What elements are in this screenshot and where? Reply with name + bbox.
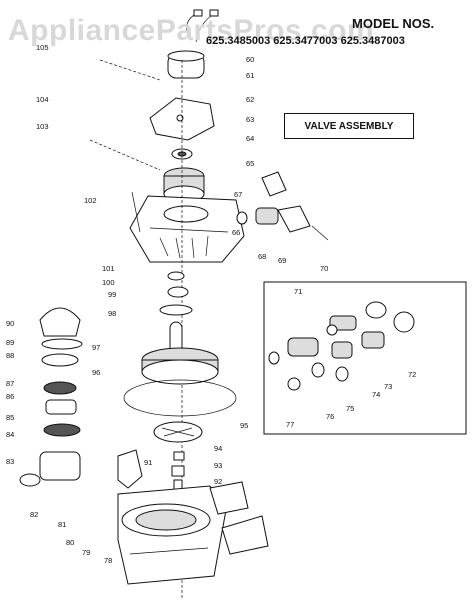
- model-numbers: 625.3485003 625.3477003 625.3487003: [206, 35, 405, 47]
- model-title: MODEL NOS.: [352, 16, 435, 31]
- part-label-64: 64: [246, 134, 255, 143]
- part-label-99: 99: [108, 290, 117, 299]
- part-label-90: 90: [6, 319, 15, 328]
- part-label-101: 101: [102, 264, 115, 273]
- part-label-75: 75: [346, 404, 355, 413]
- part-label-87: 87: [6, 379, 15, 388]
- part-label-98: 98: [108, 309, 117, 318]
- part-label-72: 72: [408, 370, 417, 379]
- part-label-67: 67: [234, 190, 243, 199]
- seal-98: [159, 304, 193, 316]
- gasket-96: [123, 379, 237, 417]
- part-label-63: 63: [246, 115, 255, 124]
- part-label-82: 82: [30, 510, 39, 519]
- part-label-77: 77: [286, 420, 295, 429]
- base-housing: [117, 481, 269, 585]
- part-label-81: 81: [58, 520, 67, 529]
- part-label-102: 102: [84, 196, 97, 205]
- part-label-60: 60: [246, 55, 255, 64]
- part-label-94: 94: [214, 444, 223, 453]
- part-label-70: 70: [320, 264, 329, 273]
- part-label-78: 78: [104, 556, 113, 565]
- part-label-66: 66: [232, 228, 241, 237]
- part-label-61: 61: [246, 71, 255, 80]
- part-label-80: 80: [66, 538, 75, 547]
- part-label-69: 69: [278, 256, 287, 265]
- part-label-104: 104: [36, 95, 49, 104]
- part-label-103: 103: [36, 122, 49, 131]
- part-label-76: 76: [326, 412, 335, 421]
- drive-gear: [163, 167, 205, 203]
- cartridge-inset-frame: [263, 281, 467, 435]
- cover-plate: [149, 97, 215, 141]
- part-label-88: 88: [6, 351, 15, 360]
- part-label-92: 92: [214, 477, 223, 486]
- part-label-96: 96: [92, 368, 101, 377]
- plug-94: [173, 451, 185, 461]
- part-label-84: 84: [6, 430, 15, 439]
- part-label-89: 89: [6, 338, 15, 347]
- part-label-100: 100: [102, 278, 115, 287]
- part-label-91: 91: [144, 458, 153, 467]
- part-label-79: 79: [82, 548, 91, 557]
- part-label-71: 71: [294, 287, 303, 296]
- assembly-title: VALVE ASSEMBLY: [284, 113, 414, 139]
- part-label-74: 74: [372, 390, 381, 399]
- o-ring-100: [167, 271, 185, 281]
- clip-80: [117, 449, 143, 489]
- rotor-disc: [141, 321, 219, 385]
- part-label-97: 97: [92, 343, 101, 352]
- plug-93: [171, 465, 185, 477]
- left-stack: [19, 307, 83, 487]
- part-label-86: 86: [6, 392, 15, 401]
- motor: [167, 9, 219, 79]
- part-label-85: 85: [6, 413, 15, 422]
- part-label-68: 68: [258, 252, 267, 261]
- part-label-65: 65: [246, 159, 255, 168]
- inlet-fittings: [236, 171, 329, 241]
- ring-99: [167, 286, 189, 298]
- part-label-62: 62: [246, 95, 255, 104]
- valve-body: [129, 195, 245, 263]
- part-label-105: 105: [36, 43, 49, 52]
- part-label-73: 73: [384, 382, 393, 391]
- part-label-95: 95: [240, 421, 249, 430]
- part-label-83: 83: [6, 457, 15, 466]
- part-label-93: 93: [214, 461, 223, 470]
- cartridge-parts: [268, 301, 415, 391]
